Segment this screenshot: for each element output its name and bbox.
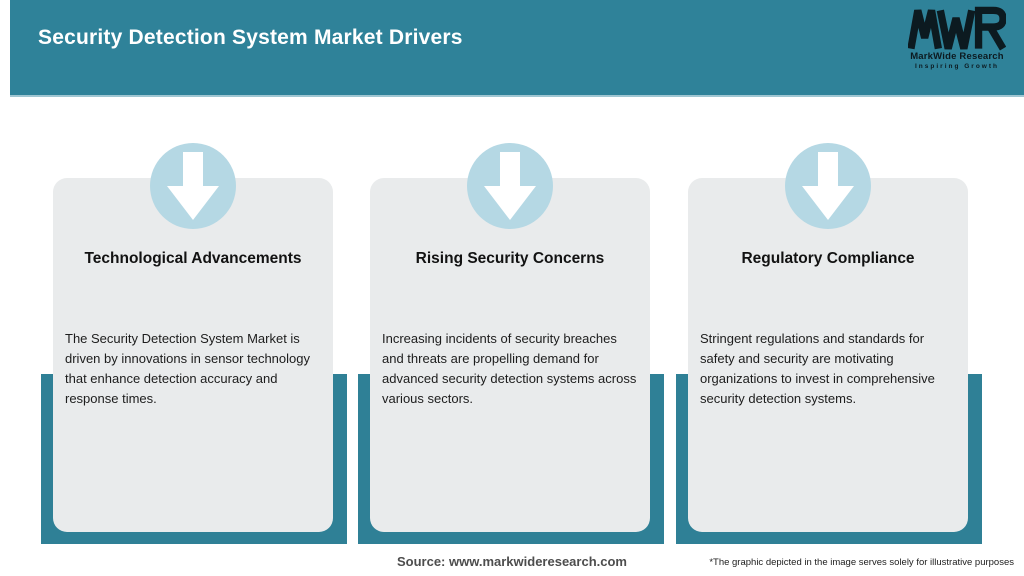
card-title: Rising Security Concerns: [415, 250, 605, 267]
mwr-logo-icon: [908, 6, 1006, 51]
card-description: Stringent regulations and standards for …: [700, 331, 935, 406]
driver-card-technological-advancements: Technological Advancements The Security …: [53, 178, 333, 532]
driver-card-rising-security-concerns: Rising Security Concerns Increasing inci…: [370, 178, 650, 532]
disclaimer-text: *The graphic depicted in the image serve…: [709, 557, 1014, 568]
down-arrow-icon: [484, 152, 536, 220]
down-arrow-icon: [802, 152, 854, 220]
card-title: Technological Advancements: [84, 250, 302, 267]
brand-tagline: Inspiring Growth: [915, 63, 999, 70]
card-icon-circle: [785, 143, 871, 229]
card-description: The Security Detection System Market is …: [65, 331, 310, 406]
source-text: Source: www.markwideresearch.com: [396, 554, 627, 569]
page-title: Security Detection System Market Drivers: [38, 26, 463, 49]
card-icon-circle: [467, 143, 553, 229]
brand-logo: MarkWide Research Inspiring Growth: [902, 6, 1012, 71]
down-arrow-icon: [167, 152, 219, 220]
card-description: Increasing incidents of security breache…: [382, 331, 637, 406]
header-bar: Security Detection System Market Drivers…: [10, 0, 1024, 97]
card-title: Regulatory Compliance: [741, 250, 915, 267]
card-icon-circle: [150, 143, 236, 229]
brand-name: MarkWide Research: [910, 51, 1004, 62]
driver-card-regulatory-compliance: Regulatory Compliance Stringent regulati…: [688, 178, 968, 532]
